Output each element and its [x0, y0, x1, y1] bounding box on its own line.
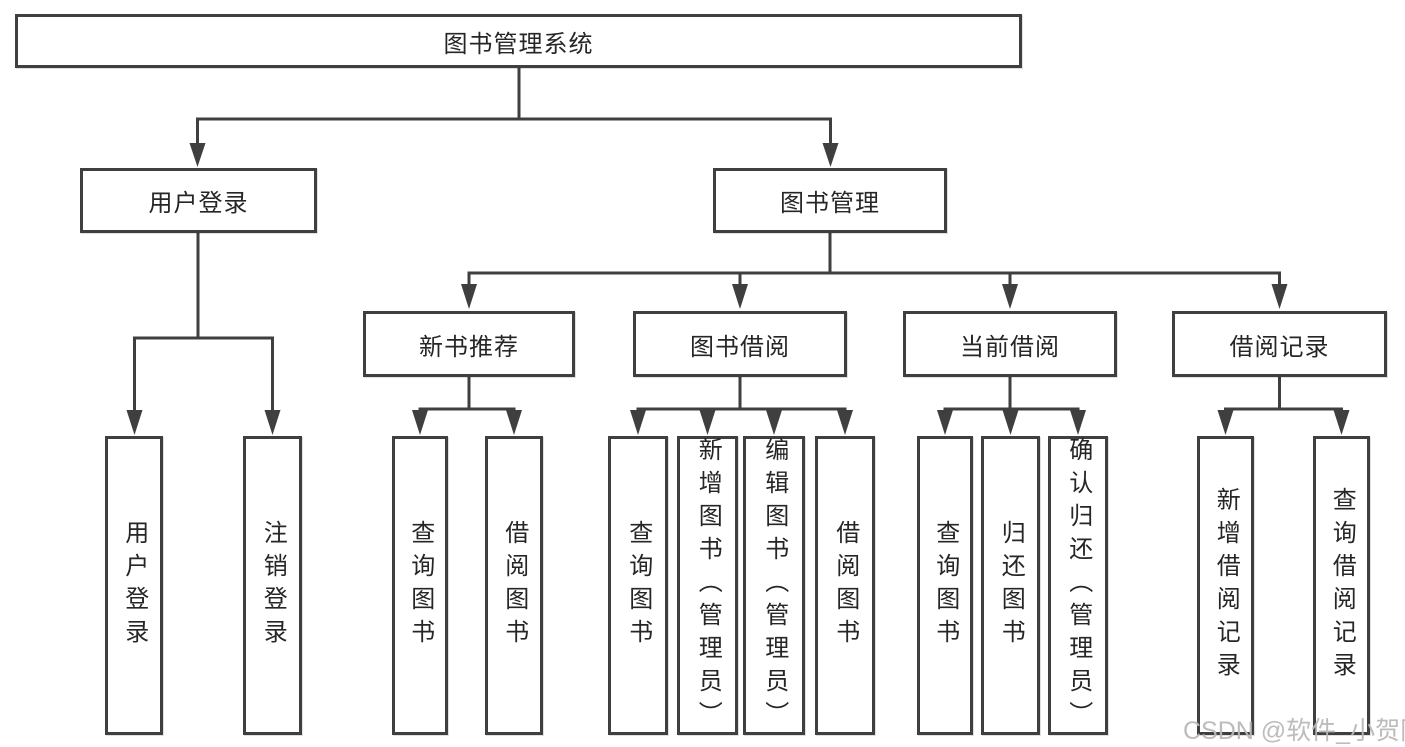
connector-root-to-level2: [189, 67, 839, 167]
connector-book-borrow-to-leaves: [630, 377, 853, 435]
node-user-login: 用户登录: [80, 168, 317, 233]
node-label: 新书推荐: [419, 333, 519, 361]
node-label: 图书借阅: [690, 333, 790, 361]
leaf-return-books: 归还图书: [981, 436, 1040, 735]
node-label: 借阅记录: [1229, 333, 1330, 361]
node-label: 用户登录: [148, 190, 249, 217]
leaf-user-login: 用户登录: [105, 436, 163, 735]
leaf-label: 归还图书: [997, 519, 1025, 652]
leaf-logout: 注销登录: [243, 436, 302, 735]
leaf-label: 用户登录: [120, 519, 148, 652]
connector-current-borrow-to-leaves: [937, 377, 1086, 435]
node-borrowing-records: 借阅记录: [1172, 311, 1387, 377]
leaf-edit-books-admin: 编辑图书（管理员）: [743, 436, 805, 735]
leaf-query-books: 查询图书: [392, 436, 448, 735]
connector-borrow-records-to-leaves: [1217, 377, 1350, 435]
leaf-label: 查询图书: [406, 519, 434, 652]
node-new-book-recommend: 新书推荐: [363, 311, 575, 377]
connector-book-management-to-level3: [461, 233, 1288, 309]
node-label: 图书管理: [780, 190, 880, 217]
leaf-query-books: 查询图书: [608, 436, 668, 735]
leaf-label: 查询借阅记录: [1328, 486, 1356, 685]
leaf-label: 确认归还（管理员）: [1064, 437, 1092, 734]
connector-new-book-to-leaves: [412, 377, 522, 435]
leaf-label: 查询图书: [624, 519, 652, 652]
node-book-borrowing: 图书借阅: [633, 311, 847, 377]
leaf-label: 注销登录: [259, 519, 287, 652]
leaf-borrow-books: 借阅图书: [485, 436, 543, 735]
leaf-add-books-admin: 新增图书（管理员）: [677, 436, 738, 735]
leaf-label: 查询图书: [931, 519, 959, 652]
node-book-management: 图书管理: [713, 168, 947, 233]
node-label: 当前借阅: [960, 333, 1060, 361]
node-label: 图书管理系统: [443, 30, 594, 58]
leaf-label: 借阅图书: [500, 519, 528, 652]
leaf-label: 新增借阅记录: [1212, 486, 1240, 685]
leaf-add-borrow-record: 新增借阅记录: [1197, 436, 1254, 735]
leaf-borrow-books: 借阅图书: [815, 436, 875, 735]
node-current-borrowing: 当前借阅: [903, 311, 1117, 377]
node-root-book-management-system: 图书管理系统: [15, 14, 1022, 68]
leaf-query-borrow-record: 查询借阅记录: [1313, 436, 1370, 735]
csdn-watermark: CSDN @软件_小贺同学: [1183, 717, 1405, 745]
leaf-confirm-return-admin: 确认归还（管理员）: [1048, 436, 1108, 735]
leaf-label: 编辑图书（管理员）: [760, 437, 788, 734]
leaf-label: 借阅图书: [831, 519, 859, 652]
leaf-label: 新增图书（管理员）: [694, 437, 722, 734]
connector-user-login-to-leaves: [126, 233, 281, 435]
leaf-query-books: 查询图书: [917, 436, 973, 735]
